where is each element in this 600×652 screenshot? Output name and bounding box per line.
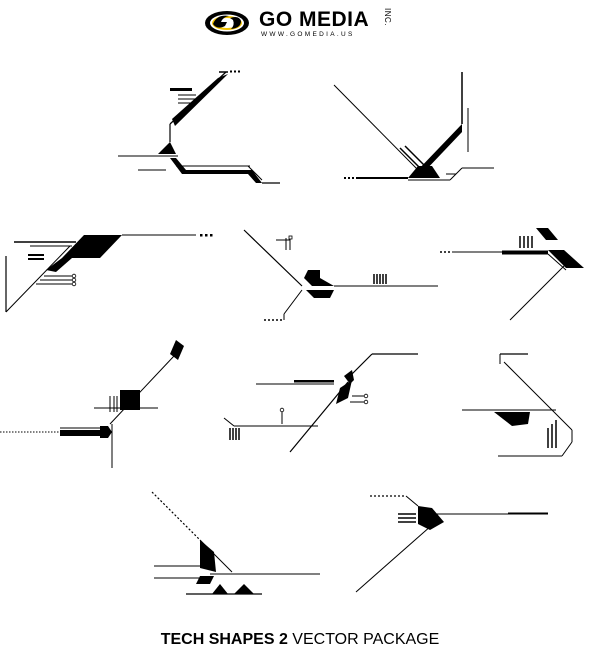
tech-shape-2 (333, 72, 494, 181)
tech-shape-1 (118, 70, 280, 184)
tech-shape-6 (0, 340, 184, 468)
tech-shape-5 (440, 228, 584, 321)
caption-title: TECH SHAPES 2 (160, 631, 288, 648)
tech-shape-3 (5, 234, 213, 313)
package-caption: TECH SHAPES 2 VECTOR PACKAGE (0, 630, 600, 650)
caption-subtitle: VECTOR PACKAGE (287, 631, 440, 648)
tech-shape-9 (151, 491, 320, 595)
brand-name: GO MEDIA (259, 8, 370, 31)
tech-shape-10 (355, 495, 548, 593)
brand-suffix: INC. (383, 8, 392, 26)
go-media-swirl-logo-icon (205, 11, 249, 35)
tech-shape-8 (462, 353, 573, 457)
tech-shape-4 (243, 229, 438, 321)
tech-shape-7 (223, 353, 418, 453)
go-media-logo: GO MEDIA INC. WWW.GOMEDIA.US (203, 4, 403, 44)
brand-website: WWW.GOMEDIA.US (261, 31, 355, 38)
